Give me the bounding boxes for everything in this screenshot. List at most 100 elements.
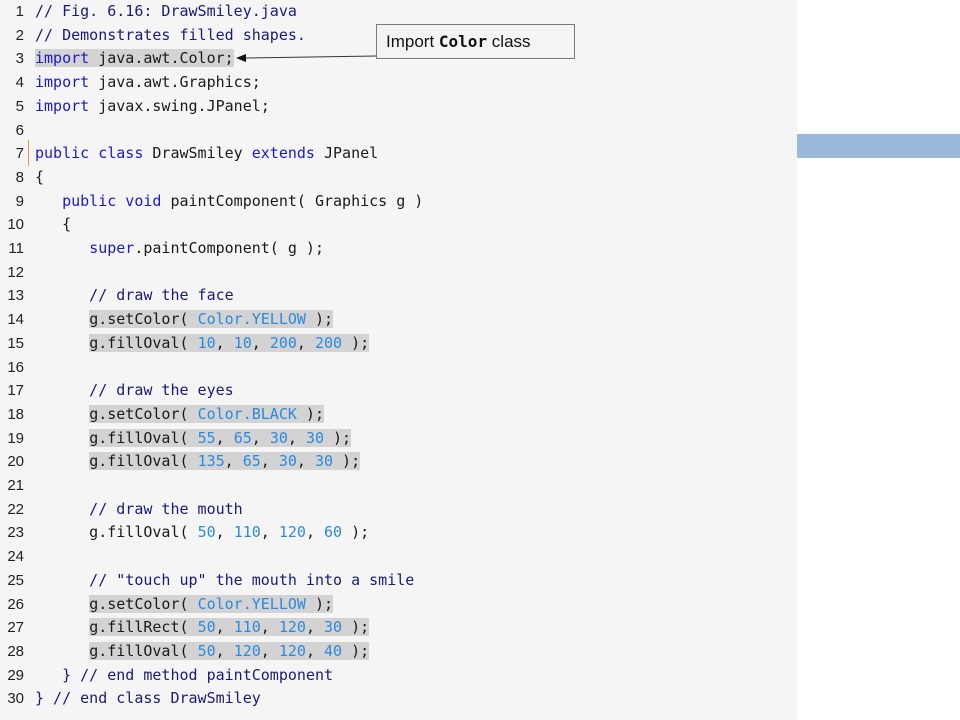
code-text: // Fig. 6.16: DrawSmiley.java [35, 0, 297, 23]
code-token: , [215, 641, 234, 660]
code-token: 120 [278, 641, 306, 660]
code-token: g.fillOval( [35, 523, 198, 542]
code-text: // draw the eyes [35, 379, 234, 402]
callout-box: Import Color class [376, 24, 575, 59]
code-token: , [296, 333, 315, 352]
code-token: , [215, 428, 234, 447]
code-token: 65 [233, 428, 252, 447]
line-number: 7 [15, 145, 24, 163]
line-number: 3 [15, 50, 24, 68]
code-token: g.setColor( [89, 404, 198, 423]
slide-accent-bar [797, 134, 960, 158]
code-line: 21 [0, 474, 797, 497]
line-number: 21 [7, 477, 24, 494]
code-line: 26 g.setColor( Color.YELLOW ); [0, 593, 797, 616]
code-token: 30 [324, 618, 343, 637]
line-number: 10 [7, 216, 24, 234]
code-line: 24 [0, 545, 797, 568]
line-number: 18 [7, 405, 24, 423]
code-token: , [251, 333, 270, 352]
code-line: 13 // draw the face [0, 284, 797, 307]
code-token: ); [305, 310, 334, 329]
code-token: g.fillOval( [89, 333, 198, 352]
callout-arrow-line [245, 55, 377, 59]
code-token: , [305, 618, 324, 637]
code-line: 7 public class DrawSmiley extends JPanel [0, 142, 797, 165]
line-number: 17 [7, 382, 24, 400]
code-token: // draw the face [35, 286, 234, 305]
code-line: 1// Fig. 6.16: DrawSmiley.java [0, 0, 797, 23]
code-token: 120 [233, 641, 261, 660]
code-line: 16 [0, 356, 797, 379]
code-line: 14 g.setColor( Color.YELLOW ); [0, 308, 797, 331]
code-token: // "touch up" the mouth into a smile [35, 570, 415, 589]
code-token: 110 [233, 618, 261, 637]
line-number: 16 [7, 358, 24, 376]
code-token: ); [342, 618, 370, 637]
code-line: 17 // draw the eyes [0, 379, 797, 402]
code-text: g.fillOval( 135, 65, 30, 30 ); [35, 450, 361, 473]
code-token: public class [35, 144, 144, 163]
code-token: 200 [269, 333, 297, 352]
code-token: 55 [197, 428, 216, 447]
line-number: 4 [15, 74, 24, 92]
code-token: 110 [233, 523, 261, 542]
code-line: 29 } // end method paintComponent [0, 664, 797, 687]
code-token: 50 [197, 618, 216, 637]
line-number: 20 [7, 453, 24, 471]
code-token: .paintComponent( g ); [134, 239, 324, 257]
callout-text-before: Import [386, 32, 439, 51]
code-text: public class DrawSmiley extends JPanel [35, 142, 378, 165]
code-token: 200 [314, 333, 343, 352]
code-text: import javax.swing.JPanel; [35, 95, 270, 118]
code-text: g.fillOval( 55, 65, 30, 30 ); [35, 427, 352, 450]
code-token: 10 [197, 333, 216, 352]
code-line: 15 g.fillOval( 10, 10, 200, 200 ); [0, 332, 797, 355]
line-number: 30 [7, 690, 24, 708]
code-text: } // end class DrawSmiley [35, 687, 261, 710]
line-number: 12 [7, 263, 24, 281]
code-token: 50 [197, 523, 216, 542]
code-line: 23 g.fillOval( 50, 110, 120, 60 ); [0, 521, 797, 544]
code-token: java.awt.Graphics; [89, 73, 261, 92]
code-text: // Demonstrates filled shapes. [35, 24, 306, 47]
code-text: import java.awt.Graphics; [35, 71, 261, 94]
line-number: 26 [7, 595, 24, 613]
code-line: 30 } // end class DrawSmiley [0, 687, 797, 710]
line-number: 25 [7, 571, 24, 589]
code-token: DrawSmiley [143, 144, 252, 163]
code-text: g.fillOval( 50, 110, 120, 60 ); [35, 521, 369, 544]
code-token: 50 [197, 641, 216, 660]
code-text: super.paintComponent( g ); [35, 237, 324, 260]
code-token: 65 [242, 452, 261, 471]
callout-code: Color [438, 32, 488, 51]
callout-arrow-head [236, 54, 246, 62]
code-line: 22 // draw the mouth [0, 498, 797, 521]
code-token: java.awt.Color; [89, 49, 234, 68]
code-token: ); [342, 523, 370, 542]
code-token: , [215, 523, 234, 542]
code-token: javax.swing.JPanel; [89, 96, 270, 115]
code-token: g.fillRect( [89, 618, 198, 637]
code-token: // draw the mouth [35, 499, 243, 518]
code-token: 10 [233, 333, 252, 352]
line-number: 11 [8, 240, 24, 257]
code-token: , [305, 641, 324, 660]
code-text: // draw the mouth [35, 498, 243, 521]
code-token: g.fillOval( [89, 641, 198, 660]
code-token: public void [62, 191, 162, 210]
code-line: 4 import java.awt.Graphics; [0, 71, 797, 94]
code-token: super [89, 239, 135, 257]
code-text: g.fillRect( 50, 110, 120, 30 ); [35, 616, 370, 639]
code-token: // Demonstrates filled shapes. [35, 25, 306, 44]
code-token: , [260, 452, 279, 471]
code-token: // Fig. 6.16: DrawSmiley.java [35, 2, 297, 20]
code-token: g.fillOval( [89, 428, 198, 447]
code-token: Color.YELLOW [197, 310, 306, 329]
code-text: { [35, 213, 71, 236]
code-token: ); [296, 404, 324, 423]
code-token: 120 [278, 523, 306, 542]
